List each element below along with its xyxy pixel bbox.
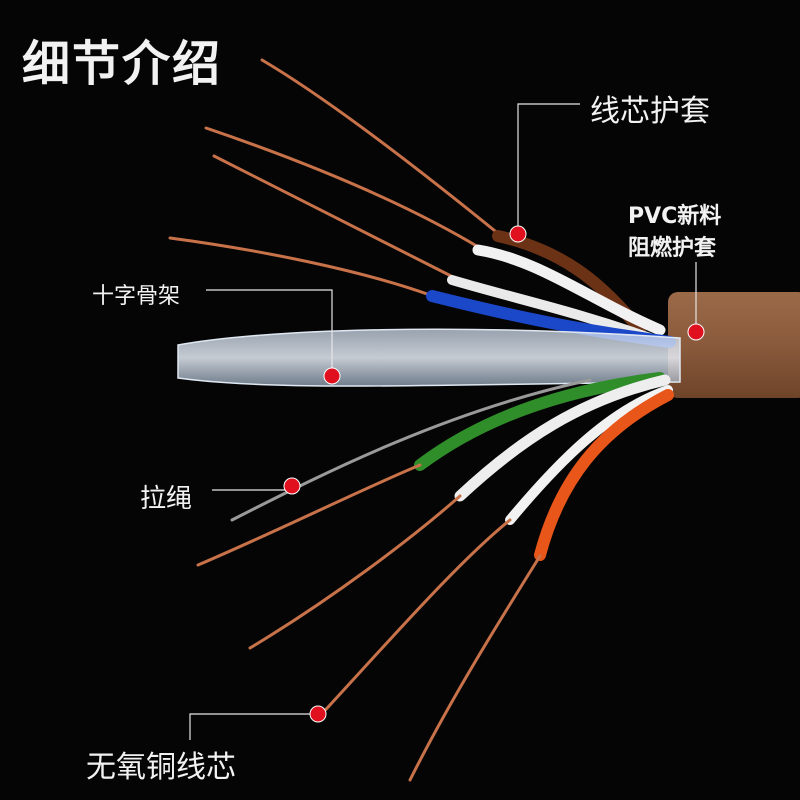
copper-strand xyxy=(260,58,502,237)
markers xyxy=(283,225,705,723)
marker-cross-frame xyxy=(323,367,341,385)
pull-rope xyxy=(230,378,592,522)
leader-lines xyxy=(189,103,697,740)
white-wire xyxy=(454,374,671,502)
copper-strand xyxy=(168,236,432,297)
marker-pull-rope xyxy=(283,477,301,495)
copper-strand xyxy=(212,154,457,280)
orange-wire xyxy=(534,389,674,561)
copper-strand xyxy=(408,554,542,782)
leader-copper xyxy=(189,713,314,740)
page-title: 细节介绍 xyxy=(22,36,223,92)
leader-core-jacket xyxy=(517,103,580,234)
marker-pvc xyxy=(687,323,705,341)
copper-strand xyxy=(196,463,422,567)
label-pvc-material: PVC新料 xyxy=(628,204,722,229)
insulated-wires-lower xyxy=(230,372,674,561)
label-pull-rope: 拉绳 xyxy=(140,484,193,514)
white-wire xyxy=(505,385,673,525)
copper-strands-upper xyxy=(168,58,502,297)
label-core-jacket: 线芯护套 xyxy=(590,94,710,129)
copper-strand xyxy=(248,494,462,650)
white-wire xyxy=(447,275,655,343)
white-wire xyxy=(472,244,666,336)
label-cross-frame: 十字骨架 xyxy=(92,284,181,309)
copper-strand xyxy=(204,126,482,250)
marker-copper xyxy=(309,705,327,723)
copper-strand xyxy=(316,518,512,720)
label-flame-retardant-jacket: 阻燃护套 xyxy=(628,236,717,261)
copper-strands-lower xyxy=(196,463,542,782)
cable-jacket xyxy=(668,292,800,398)
marker-core-jacket xyxy=(509,225,527,243)
cross-frame xyxy=(177,328,681,387)
leader-cross-frame xyxy=(206,289,333,376)
label-copper-core: 无氧铜线芯 xyxy=(86,750,236,785)
green-wire xyxy=(414,372,666,471)
